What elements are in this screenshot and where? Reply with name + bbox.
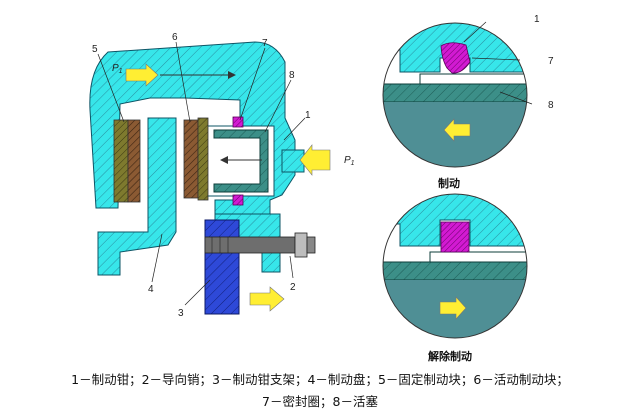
label-2: 2 [290,282,296,293]
label-5: 5 [92,44,98,55]
fixed-pad-backing [113,119,129,203]
pressure-label-right: P1 [344,155,355,167]
caliper-bracket [204,219,240,315]
seal-top [232,116,244,128]
inset-top-label-7: 7 [548,56,554,67]
brake-disc [97,117,177,276]
inlet-arrow [299,144,331,176]
inset-top-caption: 制动 [438,176,460,190]
label-3: 3 [178,308,184,319]
inset-top-label-1: 1 [534,14,540,25]
inset-release [382,193,528,339]
inset-braking: 1 7 8 [382,14,554,168]
leader-lines [97,41,306,306]
legend-line-1: 1－制动钳；2－导向销；3－制动钳支架；4－制动盘；5－固定制动块；6－活动制动… [71,372,569,387]
label-8: 8 [289,70,295,81]
piston [213,129,269,193]
label-6: 6 [172,32,178,43]
seal-bottom [232,194,244,206]
label-1: 1 [305,110,311,121]
label-7: 7 [262,38,268,49]
inset-bottom-caption: 解除制动 [428,349,472,363]
guide-pin [204,232,316,258]
fixed-pad-lining [127,119,141,203]
label-4: 4 [148,284,154,295]
flow-arrow-top [125,63,159,87]
piston-push-head [220,156,228,164]
legend-line-2: 7－密封圈；8－活塞 [262,394,378,409]
flow-arrowhead-top [228,71,236,79]
moving-pad-backing [197,117,209,201]
bracket-arrow [249,286,285,312]
inset-top-label-8: 8 [548,100,554,111]
moving-pad-lining [183,119,199,199]
pressure-label-top: P1 [112,63,123,75]
